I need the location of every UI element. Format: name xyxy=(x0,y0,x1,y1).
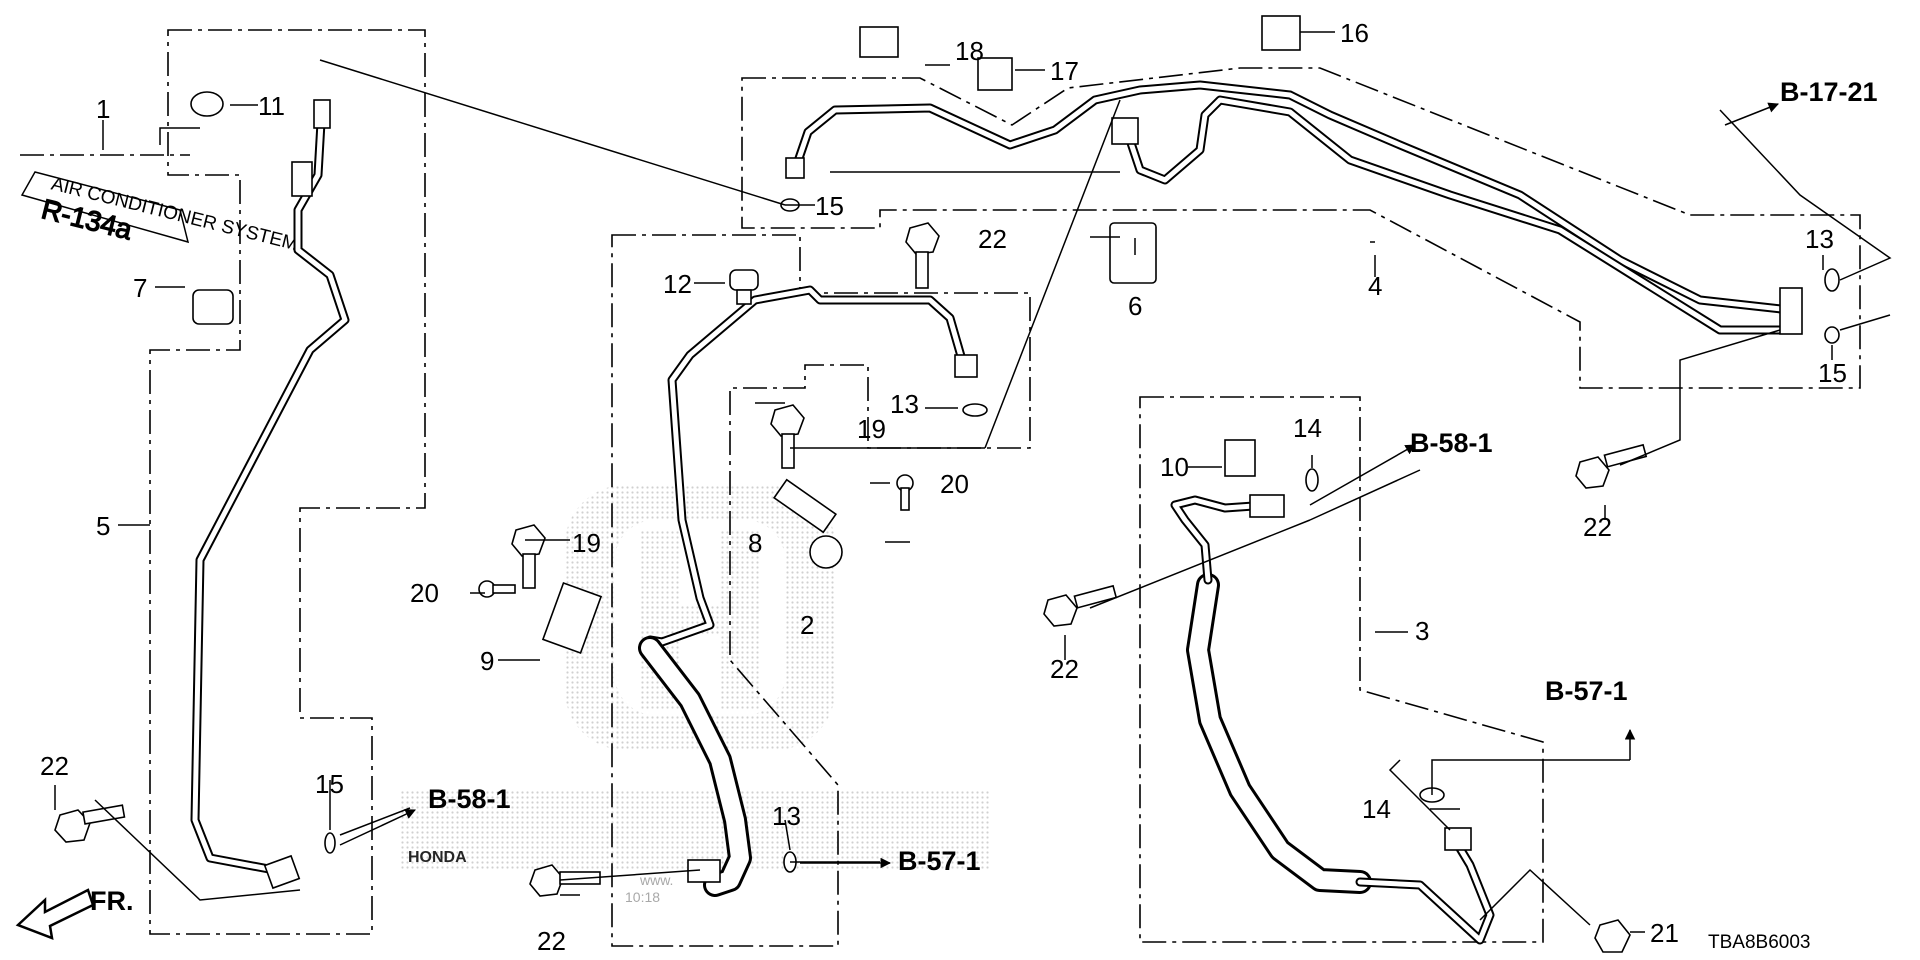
screw-icon xyxy=(478,580,516,598)
callout-part-13-a: 13 xyxy=(890,389,919,419)
fitting-part-3-top xyxy=(1249,494,1285,518)
fitting-part-5-mid xyxy=(291,161,313,197)
front-direction-arrow: FR. xyxy=(15,886,134,940)
callout-part-13-b: 13 xyxy=(772,801,801,831)
o-ring-icon xyxy=(1824,326,1840,344)
screw-icon xyxy=(896,474,914,511)
clip-icon xyxy=(977,57,1013,91)
bolt-icon xyxy=(54,804,126,843)
callouts: 1 2 3 4 5 6 7 8 9 10 11 12 13 13 13 14 1… xyxy=(40,18,1847,956)
bolt-icon xyxy=(770,404,805,469)
clip-icon xyxy=(1261,15,1301,51)
watermark-line1: www. xyxy=(639,872,673,888)
boundary-part-4 xyxy=(741,67,1861,389)
callout-part-10: 10 xyxy=(1160,452,1189,482)
callout-part-6: 6 xyxy=(1128,291,1142,321)
watermark-line2: 10:18 xyxy=(625,889,660,905)
callout-part-16: 16 xyxy=(1340,18,1369,48)
bolt-icon xyxy=(511,524,546,589)
callout-part-22-c: 22 xyxy=(1050,654,1079,684)
callout-part-18: 18 xyxy=(955,36,984,66)
callout-part-22-b: 22 xyxy=(978,224,1007,254)
ref-b-17-21: B-17-21 xyxy=(1780,77,1878,107)
refrigerant-label: AIR CONDITIONER SYSTEM R-134a xyxy=(20,171,300,255)
callout-part-5: 5 xyxy=(96,511,110,541)
fitting-part-5-top xyxy=(313,99,331,129)
callout-part-20-b: 20 xyxy=(940,469,969,499)
callout-part-2: 2 xyxy=(800,610,814,640)
fitting-part-4-right xyxy=(1779,287,1803,335)
callout-part-12: 12 xyxy=(663,269,692,299)
fittings xyxy=(263,99,1803,890)
callout-part-15-b: 15 xyxy=(315,769,344,799)
small-parts xyxy=(54,15,1840,953)
callout-part-22-a: 22 xyxy=(40,751,69,781)
diagram-code: TBA8B6003 xyxy=(1708,932,1810,953)
callout-part-15-a: 15 xyxy=(815,191,844,221)
cap-icon xyxy=(729,269,759,291)
callout-part-22-d: 22 xyxy=(1583,512,1612,542)
ref-b-57-1-a: B-57-1 xyxy=(1545,676,1628,706)
fitting-part-2-top xyxy=(954,354,978,378)
nut-icon xyxy=(1594,919,1631,953)
ref-b-58-1-b: B-58-1 xyxy=(428,784,511,814)
pipes xyxy=(190,80,1795,945)
clip-icon xyxy=(1109,222,1157,284)
boundary-part-5 xyxy=(149,29,426,935)
fitting-part-3-bottom xyxy=(1444,827,1472,851)
leader-lines xyxy=(54,31,1892,933)
callout-part-9: 9 xyxy=(480,646,494,676)
o-ring-icon xyxy=(962,403,988,417)
callout-part-14-b: 14 xyxy=(1362,794,1391,824)
o-ring-icon xyxy=(1305,468,1319,492)
bracket-icon xyxy=(541,581,603,655)
callout-part-3: 3 xyxy=(1415,616,1429,646)
ref-b-58-1-a: B-58-1 xyxy=(1410,428,1493,458)
switch-icon xyxy=(1224,439,1256,477)
callout-part-20-a: 20 xyxy=(410,578,439,608)
ref-b-57-1-b: B-57-1 xyxy=(898,846,981,876)
callout-part-4: 4 xyxy=(1368,271,1382,301)
clip-icon xyxy=(192,289,234,325)
boundary-part-3 xyxy=(1139,396,1544,943)
callout-part-21: 21 xyxy=(1650,918,1679,948)
fitting-part-4-left xyxy=(785,157,805,179)
clip-icon xyxy=(859,26,899,58)
bolt-icon xyxy=(1575,443,1648,489)
callout-part-11: 11 xyxy=(258,91,285,121)
callout-part-7: 7 xyxy=(133,273,147,303)
group-boundaries xyxy=(20,29,1861,947)
fitting-part-4-mid xyxy=(1111,117,1139,145)
callout-part-1: 1 xyxy=(96,94,110,124)
bolt-icon xyxy=(1043,584,1118,627)
callout-part-15-c: 15 xyxy=(1818,358,1847,388)
cap-icon xyxy=(190,91,224,117)
callout-part-13-c: 13 xyxy=(1805,224,1834,254)
reference-codes: B-17-21 B-58-1 B-58-1 B-57-1 B-57-1 xyxy=(428,77,1878,876)
callout-part-19-a: 19 xyxy=(857,414,886,444)
callout-part-8: 8 xyxy=(748,528,762,558)
ref-arrows xyxy=(339,102,1779,869)
callout-part-19-b: 19 xyxy=(572,528,601,558)
direction-label: FR. xyxy=(90,886,134,916)
fitting-part-5-bottom xyxy=(263,854,301,890)
bolt-icon xyxy=(905,222,940,289)
boundary-part-2 xyxy=(611,234,1031,947)
watermark-brand: HONDA xyxy=(408,849,467,866)
o-ring-icon xyxy=(1824,268,1840,292)
o-ring-icon xyxy=(324,832,336,854)
callout-part-22-e: 22 xyxy=(537,926,566,956)
callout-part-14-a: 14 xyxy=(1293,413,1322,443)
callout-part-17: 17 xyxy=(1050,56,1079,86)
bracket-icon xyxy=(773,478,837,534)
